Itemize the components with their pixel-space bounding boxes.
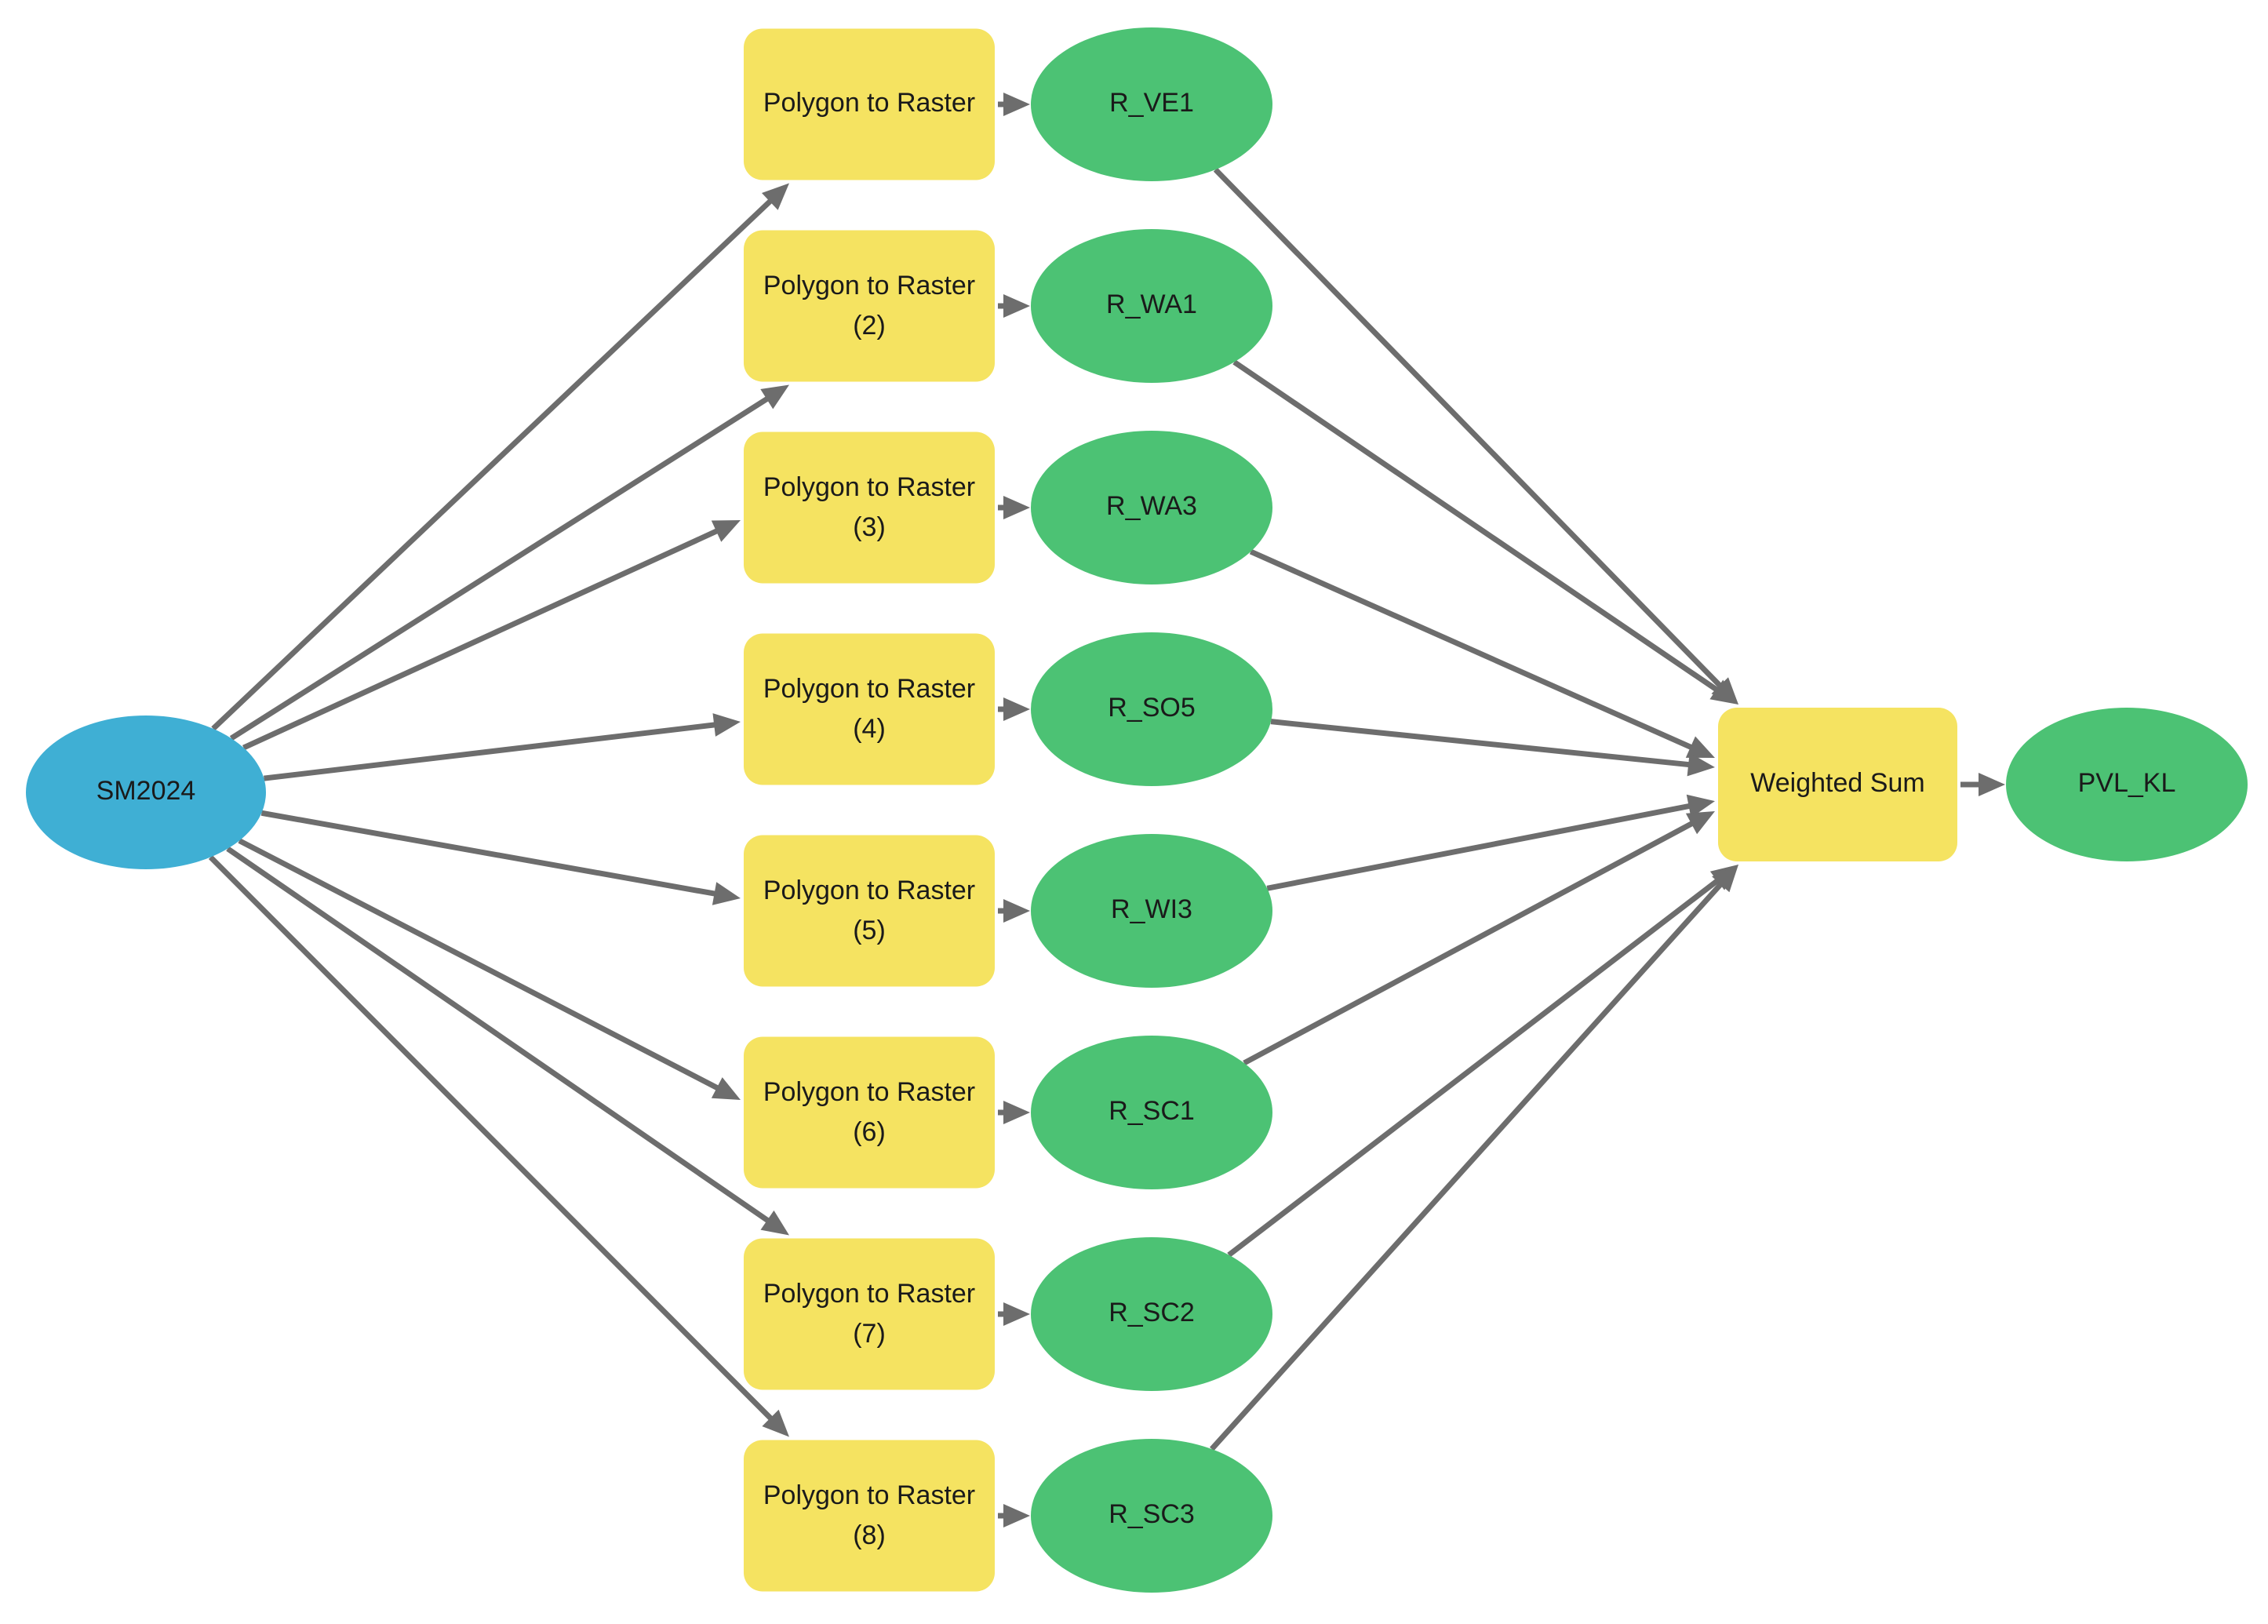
node-output-R_SO5[interactable]: R_SO5 [1031, 632, 1272, 786]
node-tool-ptr5[interactable]: Polygon to Raster(5) [744, 835, 995, 987]
arrowhead-to-ptr3 [711, 520, 741, 542]
arrowhead-weighted-sum-from-R_SO5 [1687, 752, 1715, 777]
arrowhead-to-R_SC1 [1003, 1101, 1030, 1124]
arrowhead-to-ptr6 [711, 1077, 741, 1100]
output-ellipse-shape [1031, 1439, 1272, 1593]
arrowhead-to-ptr8 [762, 1409, 789, 1437]
edge-R_SC3-to-weighted-sum [1210, 879, 1725, 1451]
tool-box-shape [744, 1036, 995, 1189]
edge-sm2024-to-ptr3 [242, 527, 721, 751]
weighted-sum-box-shape [1718, 708, 1957, 861]
tool-box-shape [744, 431, 995, 584]
node-output-R_SC2[interactable]: R_SC2 [1031, 1237, 1272, 1391]
node-tool-ptr1[interactable]: Polygon to Raster [744, 28, 995, 180]
node-output-R_SC3[interactable]: R_SC3 [1031, 1439, 1272, 1593]
arrowhead-to-ptr4 [712, 713, 741, 737]
edge-R_SC2-to-weighted-sum [1227, 876, 1722, 1258]
output-ellipse-shape [1031, 229, 1272, 383]
tool-box-shape [744, 835, 995, 987]
edge-R_SO5-to-weighted-sum [1270, 719, 1692, 768]
node-output-R_SC1[interactable]: R_SC1 [1031, 1036, 1272, 1189]
edge-group-tool-to-output [998, 93, 1030, 1528]
edge-sm2024-to-ptr4 [264, 722, 718, 781]
node-tool-ptr8[interactable]: Polygon to Raster(8) [744, 1440, 995, 1592]
tool-box-shape [744, 28, 995, 180]
arrowhead-to-ptr1 [762, 183, 789, 210]
node-tool-ptr2[interactable]: Polygon to Raster(2) [744, 230, 995, 382]
final-output-ellipse-shape [2006, 708, 2248, 861]
edge-sm2024-to-ptr1 [211, 197, 774, 731]
output-ellipse-shape [1031, 1237, 1272, 1391]
edge-sm2024-to-ptr6 [238, 838, 721, 1092]
node-tool-ptr4[interactable]: Polygon to Raster(4) [744, 633, 995, 785]
arrowhead-weighted-sum-from-R_WI3 [1686, 794, 1715, 818]
node-pvl-kl[interactable]: PVL_KL [2006, 708, 2248, 861]
output-ellipse-shape [1031, 632, 1272, 786]
node-input-sm2024[interactable]: SM2024 [26, 716, 266, 869]
edge-R_WA3-to-weighted-sum [1249, 548, 1695, 752]
node-output-R_WI3[interactable]: R_WI3 [1031, 834, 1272, 988]
arrowhead-weighted-sum-from-R_SC3 [1712, 865, 1738, 893]
node-tool-ptr6[interactable]: Polygon to Raster(6) [744, 1036, 995, 1189]
tool-box-shape [744, 1238, 995, 1390]
arrowhead-to-R_WA3 [1003, 496, 1030, 519]
arrowhead-to-R_VE1 [1003, 93, 1030, 116]
edge-group-output-to-weighted-sum [1210, 167, 1738, 1451]
node-weighted-sum[interactable]: Weighted Sum [1718, 708, 1957, 861]
output-ellipse-shape [1031, 1036, 1272, 1189]
arrowhead-to-R_SO5 [1003, 697, 1030, 721]
edge-sm2024-to-ptr8 [208, 855, 775, 1422]
arrowhead-to-ptr7 [760, 1210, 789, 1236]
tool-box-shape [744, 633, 995, 785]
output-ellipse-shape [1031, 431, 1272, 584]
arrowhead-to-R_SC2 [1003, 1302, 1030, 1326]
node-tool-ptr3[interactable]: Polygon to Raster(3) [744, 431, 995, 584]
arrowhead-weighted-sum-from-R_WA3 [1685, 736, 1715, 758]
edge-sm2024-to-ptr5 [260, 810, 719, 898]
arrowhead-to-pvl-kl [1979, 773, 2005, 796]
edge-R_WA1-to-weighted-sum [1232, 359, 1721, 694]
edge-R_SC1-to-weighted-sum [1243, 820, 1696, 1066]
edge-R_WI3-to-weighted-sum [1266, 803, 1693, 891]
node-tool-ptr7[interactable]: Polygon to Raster(7) [744, 1238, 995, 1390]
node-output-R_VE1[interactable]: R_VE1 [1031, 27, 1272, 181]
arrowhead-to-R_WA1 [1003, 294, 1030, 318]
edge-group-input-to-tools [208, 183, 789, 1437]
edge-sm2024-to-ptr2 [229, 395, 771, 741]
arrowhead-weighted-sum-from-R_SC1 [1685, 811, 1715, 835]
tool-box-shape [744, 1440, 995, 1592]
arrowhead-to-R_SC3 [1003, 1504, 1030, 1528]
arrowhead-weighted-sum-from-R_WA1 [1709, 679, 1738, 705]
tool-box-shape [744, 230, 995, 382]
edge-R_VE1-to-weighted-sum [1213, 167, 1724, 690]
arrowhead-to-R_WI3 [1003, 899, 1030, 923]
node-output-R_WA3[interactable]: R_WA3 [1031, 431, 1272, 584]
edge-weighted-sum-to-final [1960, 773, 2005, 796]
arrowhead-to-ptr2 [760, 384, 789, 410]
arrowhead-to-ptr5 [712, 882, 741, 905]
output-ellipse-shape [1031, 27, 1272, 181]
node-output-R_WA1[interactable]: R_WA1 [1031, 229, 1272, 383]
output-ellipse-shape [1031, 834, 1272, 988]
edge-sm2024-to-ptr7 [226, 846, 772, 1225]
input-ellipse-shape [26, 716, 266, 869]
